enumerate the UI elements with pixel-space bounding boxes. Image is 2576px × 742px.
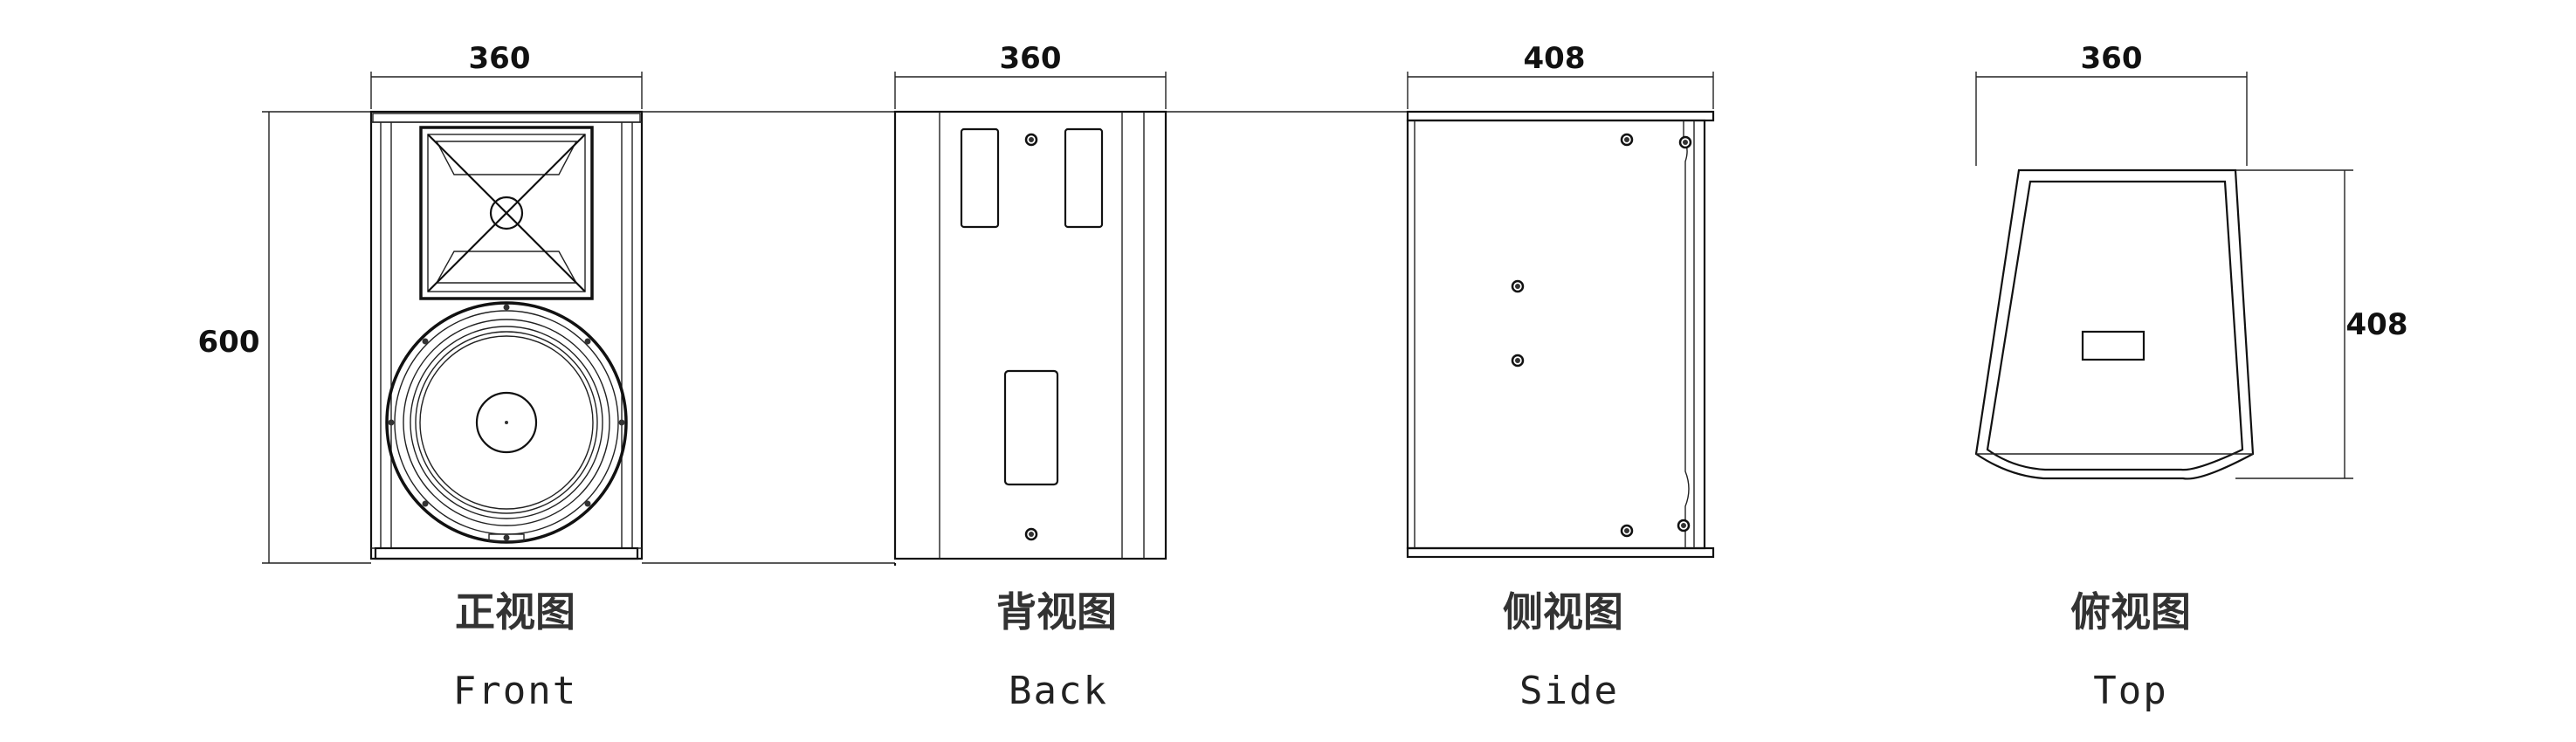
side-view-cn-label: 侧视图 [1503,588,1623,636]
back-view-cn-label: 背视图 [996,588,1117,636]
front-width-label: 360 [469,41,531,76]
top-view-en-label: Top [2093,669,2167,713]
front-view: 360 600 [198,41,644,713]
back-view-en-label: Back [1009,669,1108,713]
side-view-en-label: Side [1519,669,1619,713]
side-view: 408 侧视图 Side [1406,41,1715,713]
back-view: 360 背视图 Back [642,41,1415,713]
front-view-cn-label: 正视图 [455,588,575,636]
top-width-label: 360 [2081,41,2143,76]
top-depth-label: 408 [2346,307,2408,342]
top-view-cn-label: 俯视图 [2070,588,2191,636]
back-width-label: 360 [1000,41,1062,76]
front-height-label: 600 [198,325,260,360]
side-depth-label: 408 [1524,41,1586,76]
front-view-en-label: Front [453,669,577,713]
top-view: 360 408 俯视图 Top [1974,41,2408,713]
